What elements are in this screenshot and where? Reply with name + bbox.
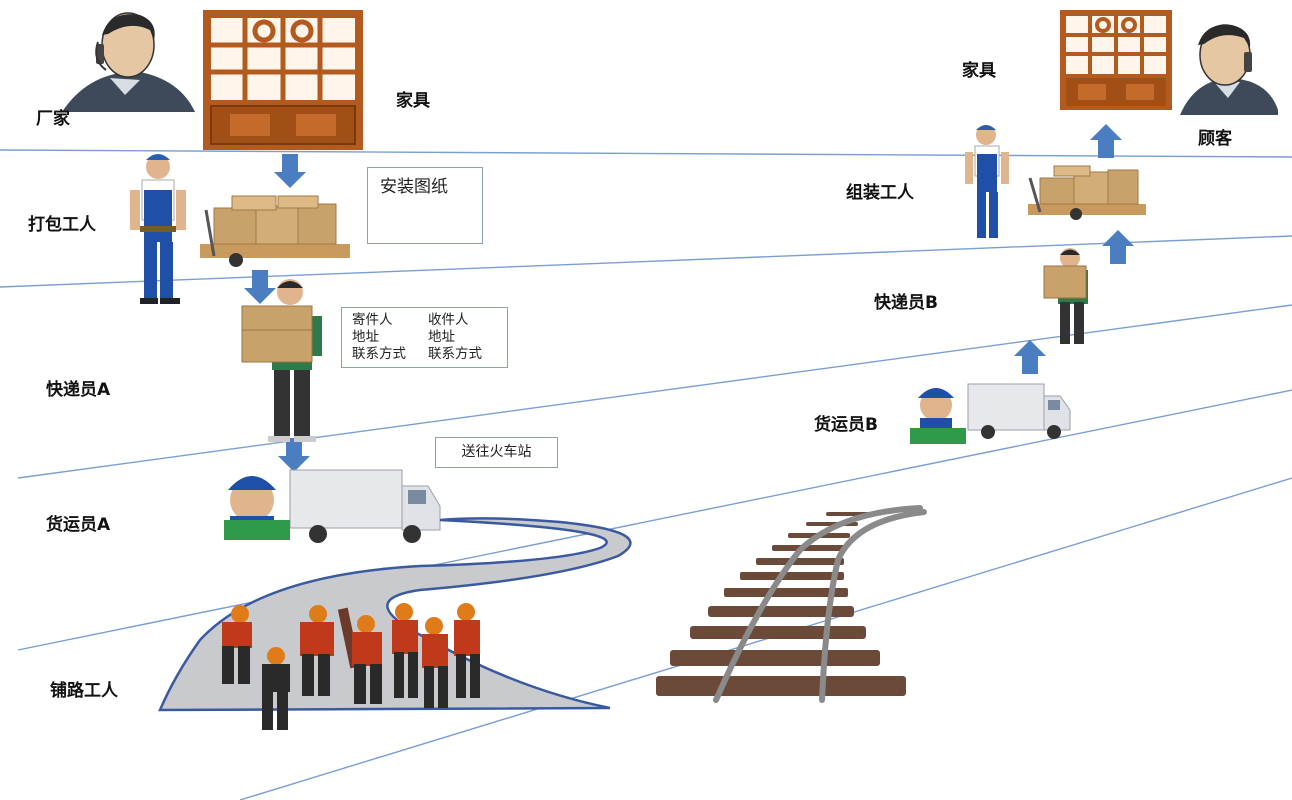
- arrow-up-icon: [1102, 230, 1134, 264]
- label-furniture-right: 家具: [962, 61, 996, 81]
- receiver-contact-label: 联系方式: [428, 346, 482, 362]
- truck-b-figure: [910, 383, 1071, 444]
- sender-contact-label: 联系方式: [352, 346, 406, 362]
- label-freight-a: 货运员A: [46, 515, 111, 535]
- courier-b-figure: [1043, 248, 1088, 344]
- receiver-label: 收件人: [428, 312, 469, 328]
- guide-line-4: [17, 389, 1292, 651]
- sender-label: 寄件人: [352, 312, 393, 328]
- track-workers-group: [222, 603, 480, 730]
- label-courier-a: 快递员A: [46, 380, 111, 400]
- guide-line-1: [0, 149, 1292, 158]
- dolly-boxes-left: [200, 195, 350, 267]
- to-station-box: 送往火车站: [435, 437, 558, 468]
- truck-a-figure: [224, 469, 441, 543]
- manufacturer-figure: [62, 12, 195, 112]
- install-drawing-title: 安装图纸: [380, 177, 448, 197]
- label-customer: 顾客: [1198, 129, 1232, 149]
- packing-worker-figure: [130, 154, 186, 304]
- sender-address-label: 地址: [352, 329, 379, 345]
- label-packer: 打包工人: [28, 215, 96, 235]
- courier-a-figure: [241, 279, 322, 442]
- receiver-address-label: 地址: [428, 329, 455, 345]
- label-manufacturer: 厂家: [36, 109, 70, 129]
- arrow-up-icon: [1014, 340, 1046, 374]
- railway-track: [656, 505, 927, 703]
- dolly-boxes-right: [1028, 165, 1146, 220]
- label-assembler: 组装工人: [846, 183, 914, 203]
- furniture-cabinet-left: [203, 10, 363, 150]
- label-courier-b: 快递员B: [874, 293, 938, 313]
- guide-line-2: [0, 235, 1292, 288]
- shipping-info-box: 寄件人 收件人 地址 地址 联系方式 联系方式: [341, 307, 508, 368]
- assembling-worker-figure: [965, 125, 1009, 238]
- label-furniture-left: 家具: [396, 91, 430, 111]
- arrow-up-icon: [1090, 124, 1122, 158]
- arrow-down-icon: [244, 270, 276, 304]
- to-station-label: 送往火车站: [461, 444, 532, 460]
- guide-line-3: [17, 304, 1292, 479]
- customer-figure: [1180, 24, 1278, 115]
- label-freight-b: 货运员B: [814, 415, 878, 435]
- furniture-cabinet-right: [1060, 10, 1172, 110]
- label-track-worker: 铺路工人: [50, 681, 118, 701]
- arrow-down-icon: [274, 154, 306, 188]
- shipping-info-grid: 寄件人 收件人 地址 地址 联系方式 联系方式: [352, 312, 507, 362]
- arrow-down-icon: [278, 438, 310, 472]
- install-drawing-box: 安装图纸: [367, 167, 483, 244]
